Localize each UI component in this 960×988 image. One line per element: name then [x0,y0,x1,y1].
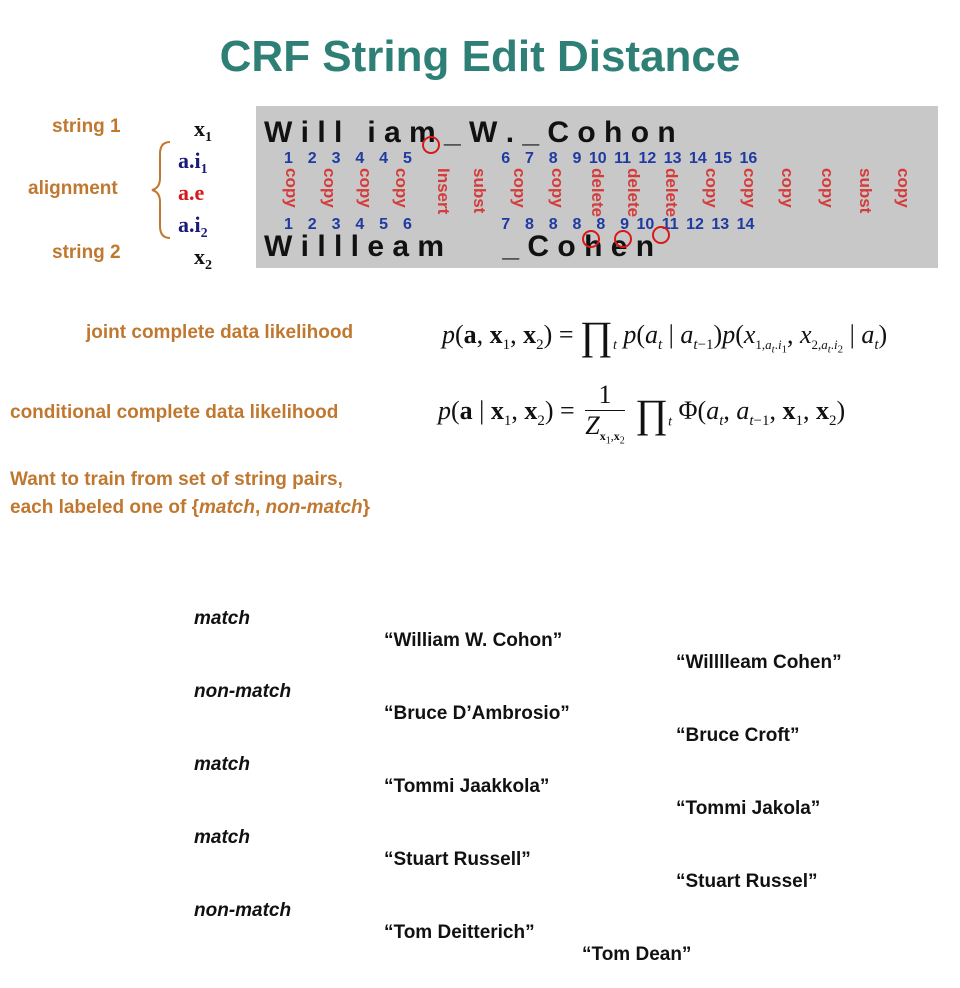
op-label: subst [470,168,489,214]
slide-title: CRF String Edit Distance [219,32,741,81]
op-label: copy [778,168,797,208]
ai2-symbol: a.i2 [178,212,208,241]
x2-symbol: x2 [194,244,212,273]
table-row: match “William W. Cohon” “Willlleam Cohe… [194,586,914,673]
string1-text: W i l l i a m _ W . _ C o h o n [264,116,676,149]
pair-label: match [194,608,250,629]
op-label: Insert [434,168,453,215]
pair-label: match [194,827,250,848]
string2-value: “Tom Dean” [582,944,692,965]
op-label: delete [588,168,607,218]
op-label: copy [320,168,339,208]
highlight-circle [582,230,600,248]
op-label: copy [894,168,913,208]
highlight-circle [422,136,440,154]
string2-label: string 2 [52,242,121,263]
table-row: match “Stuart Russell” “Stuart Russel” [194,805,914,892]
string1-label: string 1 [52,116,121,137]
op-label: copy [548,168,567,208]
table-row: non-match “Tom Deitterich” “Tom Dean” [194,878,914,965]
x1-symbol: x1 [194,116,212,145]
pair-label: non-match [194,900,292,921]
op-label: copy [282,168,301,208]
op-label: subst [856,168,875,214]
string1-value: “William W. Cohon” [384,630,563,651]
op-label: copy [510,168,529,208]
table-row: non-match “Bruce D’Ambrosio” “Bruce Crof… [194,659,914,746]
bottom-index-row: 1 2 3 4 5 6 7 8 8 8 8 9 10 11 12 13 14 [284,216,755,233]
op-label: copy [356,168,375,208]
top-index-row: 1 2 3 4 4 5 6 7 8 9 10 11 12 13 14 15 16 [284,150,758,167]
ae-symbol: a.e [178,180,205,205]
ai1-symbol: a.i1 [178,148,208,177]
op-label: copy [740,168,759,208]
joint-likelihood-label: joint complete data likelihood [86,322,354,343]
op-label: copy [702,168,721,208]
joint-likelihood-formula: p(a, x1, x2) = ∏t p(at | at−1)p(x1,at.i1… [442,313,888,358]
op-label: copy [392,168,411,208]
op-label: delete [662,168,681,218]
highlight-circle [614,230,632,248]
pair-label: match [194,754,250,775]
highlight-circle [652,226,670,244]
string1-value: “Stuart Russell” [384,849,531,870]
training-line-1: Want to train from set of string pairs, [10,469,343,490]
training-description: Want to train from set of string pairs, … [10,466,370,522]
alignment-label: alignment [28,178,118,199]
op-label: delete [624,168,643,218]
conditional-likelihood-formula: p(a | x1, x2) = 1 Zx1,x2 ∏t Φ(at, at−1, … [438,380,846,447]
pair-label: non-match [194,681,292,702]
string1-value: “Bruce D’Ambrosio” [384,703,570,724]
table-row: match “Tommi Jaakkola” “Tommi Jakola” [194,732,914,819]
conditional-likelihood-label: conditional complete data likelihood [10,402,339,423]
string2-value: “Willlleam Cohen” [676,652,842,673]
op-label: copy [818,168,837,208]
string1-value: “Tommi Jaakkola” [384,776,550,797]
training-line-2: each labeled one of {match, non-match} [10,497,371,518]
examples-table: match “William W. Cohon” “Willlleam Cohe… [194,542,914,965]
alignment-brace [151,141,171,239]
string2-text: W i l l l e a m _ C o h e n [264,230,655,263]
string1-value: “Tom Deitterich” [384,922,535,943]
